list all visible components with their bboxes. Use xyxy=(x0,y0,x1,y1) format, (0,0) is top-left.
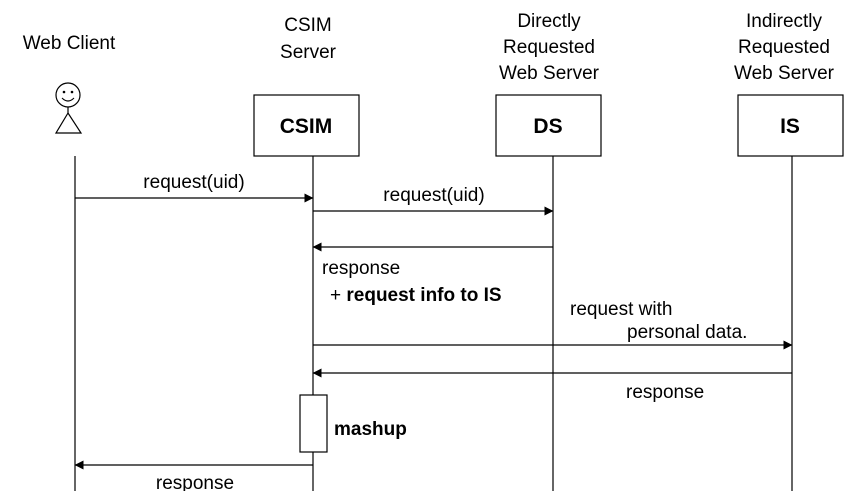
message-label: personal data. xyxy=(627,322,747,343)
participant-box-is: IS xyxy=(737,94,844,157)
participant-header-is: Indirectly Requested Web Server xyxy=(734,11,835,84)
message-csim-to-client-response: response xyxy=(74,460,313,491)
message-label: request(uid) xyxy=(143,172,244,193)
header-line: Indirectly xyxy=(746,11,823,32)
message-label: response xyxy=(626,382,704,403)
message-label: response xyxy=(156,473,234,491)
message-csim-to-is-request: request with personal data. xyxy=(313,299,793,350)
message-label: response xyxy=(322,258,400,279)
actor-smile xyxy=(61,97,75,102)
actor-eye-left xyxy=(62,90,66,94)
header-line: Requested xyxy=(503,37,595,58)
header-line: Web Server xyxy=(734,63,835,84)
participant-box-ds: DS xyxy=(495,94,602,157)
participant-box-csim: CSIM xyxy=(253,94,360,157)
message-extra-label: + request info to IS xyxy=(330,285,502,306)
message-extra-bold: request info to IS xyxy=(346,285,501,306)
participant-header-ds: Directly Requested Web Server xyxy=(499,11,600,84)
participant-header-csim: CSIM Server xyxy=(280,15,337,63)
message-label: request(uid) xyxy=(383,185,484,206)
actor-eye-right xyxy=(70,90,74,94)
message-client-to-csim-request: request(uid) xyxy=(75,172,314,203)
actor-body xyxy=(54,111,83,134)
header-line: Requested xyxy=(738,37,830,58)
message-ds-to-csim-response: response + request info to IS xyxy=(312,242,553,306)
actor-head xyxy=(55,82,81,108)
header-line: Web Client xyxy=(23,33,116,54)
actor-icon xyxy=(54,82,83,134)
participant-header-client: Web Client xyxy=(23,33,116,54)
header-line: CSIM xyxy=(284,15,332,36)
header-line: Server xyxy=(280,42,337,63)
header-line: Directly xyxy=(517,11,581,32)
message-label: request with xyxy=(570,299,672,320)
message-is-to-csim-response: response xyxy=(312,368,792,403)
box-label-csim: CSIM xyxy=(280,115,333,138)
message-extra-prefix: + xyxy=(330,285,346,306)
box-label-is: IS xyxy=(780,115,800,138)
header-line: Web Server xyxy=(499,63,600,84)
message-csim-to-ds-request: request(uid) xyxy=(313,185,554,216)
activation-label: mashup xyxy=(334,419,407,440)
box-label-ds: DS xyxy=(533,115,562,138)
activation-box-csim xyxy=(299,394,328,453)
